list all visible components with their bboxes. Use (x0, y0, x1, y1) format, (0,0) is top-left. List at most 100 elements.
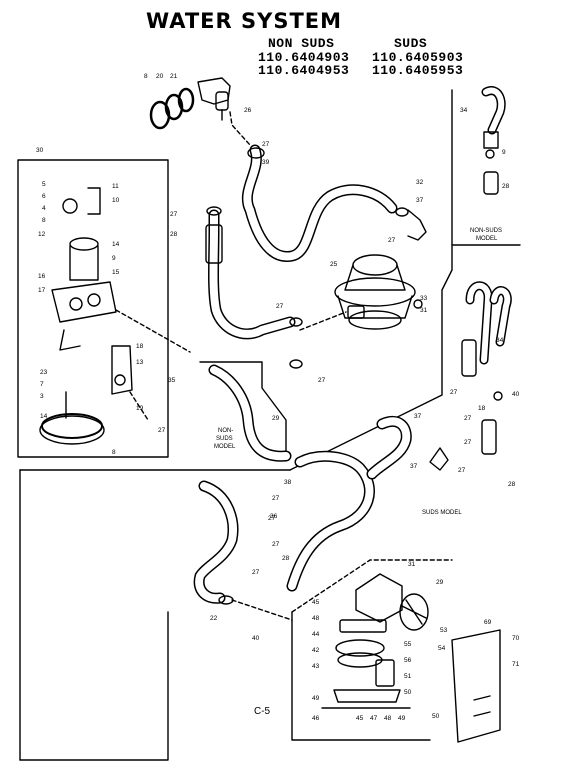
part-callout: 27 (272, 495, 280, 502)
part-callout: 25 (330, 261, 338, 268)
part-callout: 20 (156, 73, 164, 80)
part-callout: 27 (464, 439, 472, 446)
part-callout: 56 (404, 657, 412, 664)
part-callout: 53 (440, 627, 448, 634)
part-callout: 27 (464, 415, 472, 422)
part-callout: 11 (112, 183, 119, 190)
part-callout: 30 (36, 147, 44, 154)
part-callout: 8 (112, 449, 116, 456)
part-callout: 45 (356, 715, 364, 722)
non-suds-model-label-line2: MODEL (476, 236, 498, 242)
part-callout: 27 (450, 389, 458, 396)
part-callout: 32 (416, 179, 424, 186)
part-callout: 37 (414, 413, 422, 420)
leader-top (229, 111, 251, 146)
part-callout: 23 (40, 369, 48, 376)
part-callout: 42 (312, 647, 320, 654)
part-callout: 26 (244, 107, 252, 114)
bracket (451, 629, 501, 743)
part-callout: 12 (38, 231, 46, 238)
part-callout: 8 (144, 73, 148, 80)
part-callout: 27 (388, 237, 396, 244)
part-callout: 38 (284, 479, 292, 486)
part-callout: 17 (38, 287, 46, 294)
part-callout: 40 (512, 391, 520, 398)
part-callout: 48 (384, 715, 392, 722)
part-callout: 19 (136, 405, 144, 412)
part-callout: 47 (370, 715, 378, 722)
part-callout: 9 (502, 149, 506, 156)
pump-housing (334, 254, 423, 330)
part-callout: 28 (282, 555, 290, 562)
blank-panel (19, 611, 169, 761)
part-callout: 37 (416, 197, 424, 204)
part-callout: 27 (252, 569, 260, 576)
part-callout: 36 (270, 513, 278, 520)
part-callout: 31 (408, 561, 416, 568)
part-callout: 5 (42, 181, 46, 188)
center-model-label-line1: NON- (218, 428, 233, 434)
part-callout: 49 (312, 695, 320, 702)
part-callout: 3 (40, 393, 44, 400)
part-callout: 18 (136, 343, 144, 350)
non-suds-model-label-line1: NON-SUDS (470, 228, 502, 234)
part-callout: 29 (272, 415, 280, 422)
part-callout: 39 (262, 159, 270, 166)
part-callout: 4 (42, 205, 46, 212)
part-callout: 34 (496, 337, 504, 344)
part-callout: 27 (318, 377, 326, 384)
hose-28-fill (209, 211, 294, 338)
part-callout: 10 (112, 197, 120, 204)
part-callout: 27 (170, 211, 178, 218)
part-callout: 27 (276, 303, 284, 310)
pump-assembly-bracket (291, 611, 431, 741)
water-valve (39, 187, 133, 445)
part-callout: 37 (410, 463, 418, 470)
part-callout: 27 (262, 141, 270, 148)
pump-assembly (321, 573, 429, 709)
valve-group-box (17, 159, 169, 458)
part-callout: 16 (38, 273, 46, 280)
part-callout: 33 (420, 295, 428, 302)
part-callout: 55 (404, 641, 412, 648)
part-callout: 45 (312, 599, 320, 606)
suds-header-label: SUDS (394, 36, 428, 51)
part-callout: 27 (268, 515, 276, 522)
hose-28-outline (208, 209, 296, 340)
non-suds-header-label: NON SUDS (268, 36, 335, 51)
part-callout: 70 (512, 635, 520, 642)
part-callout: 44 (312, 631, 320, 638)
part-callout: 35 (168, 377, 176, 384)
part-callout: 28 (502, 183, 510, 190)
part-callout: 48 (312, 615, 320, 622)
part-callout: 69 (484, 619, 492, 626)
suds-model-2: 110.6405953 (372, 63, 464, 78)
part-callout: 14 (40, 413, 48, 420)
top-fitting (149, 77, 231, 130)
part-callout: 46 (312, 715, 320, 722)
part-callout: 18 (478, 405, 486, 412)
part-callout: 28 (508, 481, 516, 488)
non-suds-model-1: 110.6404903 (258, 50, 350, 65)
part-callout: 34 (460, 107, 468, 114)
part-callout: 22 (210, 615, 218, 622)
part-callout: 50 (432, 713, 440, 720)
non-suds-region (199, 361, 287, 461)
part-callout: 31 (420, 307, 428, 314)
part-callout: 29 (436, 579, 444, 586)
page-code: C-5 (254, 706, 271, 717)
center-model-label-line3: MODEL (214, 444, 236, 450)
part-callout: 27 (158, 427, 166, 434)
part-callout: 14 (112, 241, 120, 248)
part-callout: 54 (438, 645, 446, 652)
part-callout: 9 (112, 255, 116, 262)
part-callout: 27 (458, 467, 466, 474)
suds-model-1: 110.6405903 (372, 50, 464, 65)
part-callout: 71 (512, 661, 520, 668)
part-callout: 27 (272, 541, 280, 548)
non-suds-model-2: 110.6404953 (258, 63, 350, 78)
part-callout: 40 (252, 635, 260, 642)
diagram-title: WATER SYSTEM (146, 9, 343, 33)
